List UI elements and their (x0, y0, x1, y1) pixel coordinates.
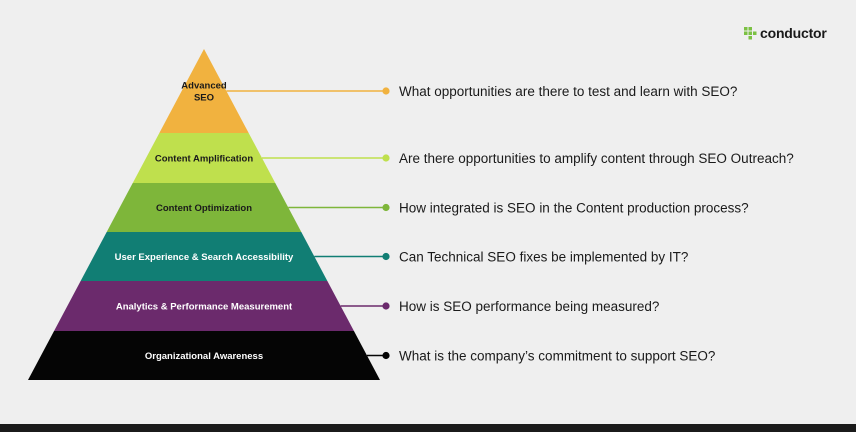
connector-dot (382, 302, 390, 310)
connector-dot (382, 203, 390, 212)
pyramid-tier-analytics-performance: Analytics & Performance Measurement How i… (54, 281, 659, 331)
conductor-grid-icon (744, 26, 757, 39)
connector-dot (382, 351, 390, 360)
connector-dot (382, 154, 390, 162)
connector-dot (382, 252, 390, 261)
tier-shape (159, 49, 249, 133)
pyramid-tier-content-amplification: Content Amplification Are there opportuni… (132, 133, 794, 183)
tier-shape (54, 281, 354, 331)
tier-shape (132, 133, 276, 183)
logo-text: conductor (760, 25, 827, 41)
tier-question: How integrated is SEO in the Content pro… (399, 200, 749, 215)
logo: conductor (744, 24, 827, 42)
connector-dot (382, 87, 390, 95)
pyramid-tier-organizational-awareness: Organizational Awareness What is the comp… (28, 331, 715, 380)
tier-label: Organizational Awareness (145, 351, 263, 362)
tier-shape (106, 183, 302, 232)
tier-label: User Experience & Search Accessibility (115, 252, 294, 263)
tier-question: Can Technical SEO fixes be implemented b… (399, 249, 688, 264)
pyramid-tier-user-experience: User Experience & Search Accessibility Ca… (80, 232, 688, 281)
tier-label: Content Amplification (155, 154, 254, 165)
tier-shape (28, 331, 380, 380)
tier-label: Analytics & Performance Measurement (116, 302, 293, 313)
bottom-bar (0, 424, 856, 432)
pyramid-tier-content-optimization: Content Optimization How integrated is SE… (106, 183, 749, 232)
tier-question: Are there opportunities to amplify conte… (399, 151, 794, 166)
tier-question: What opportunities are there to test and… (399, 84, 737, 99)
tier-shape (80, 232, 328, 281)
tier-question: What is the company’s commitment to supp… (399, 348, 715, 363)
tier-label: Content Optimization (156, 203, 252, 214)
tier-question: How is SEO performance being measured? (399, 299, 659, 314)
